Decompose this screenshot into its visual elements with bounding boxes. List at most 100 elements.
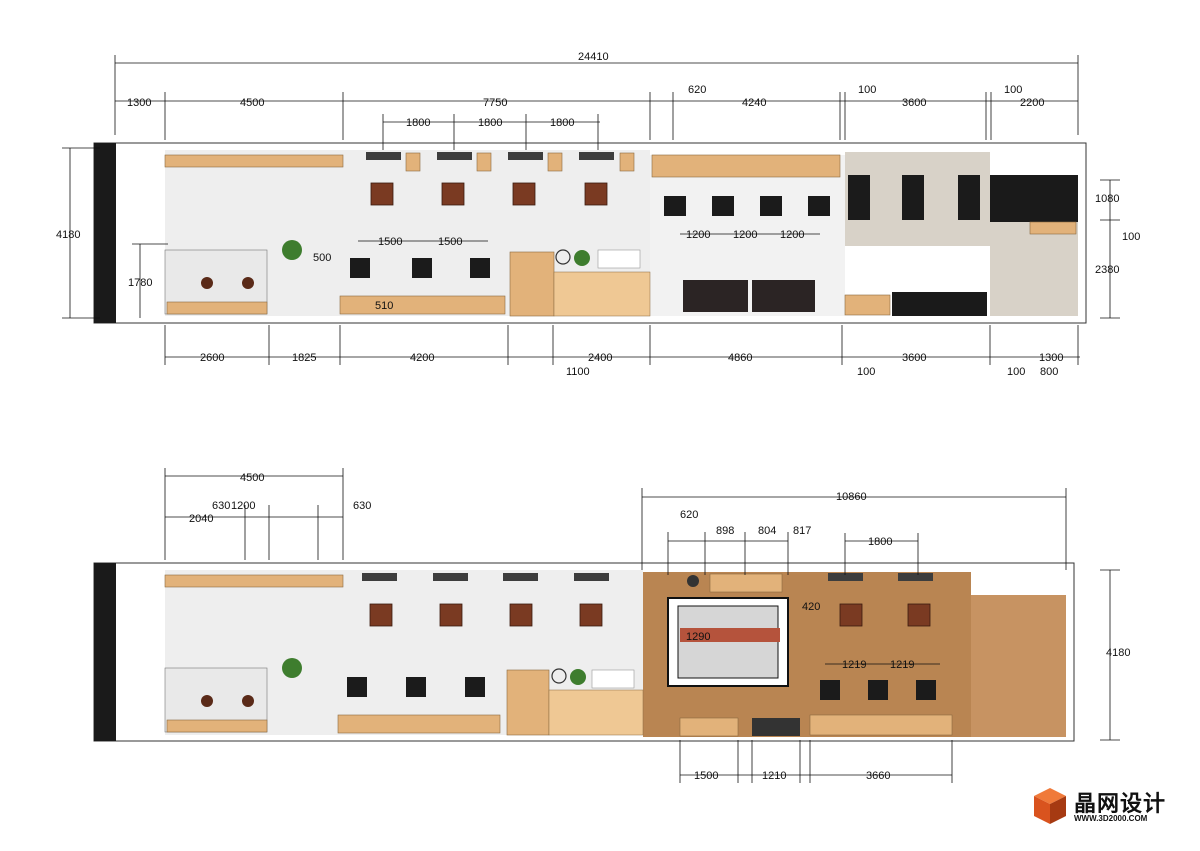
dim-bottom-9: 100 bbox=[1007, 366, 1025, 378]
wash-bed bbox=[848, 175, 870, 220]
wash-bed bbox=[902, 175, 924, 220]
lounge-table bbox=[242, 695, 254, 707]
consult-table bbox=[680, 628, 780, 642]
mirror bbox=[503, 573, 538, 581]
dim-1200c: 1200 bbox=[780, 229, 804, 241]
mirror bbox=[579, 152, 614, 160]
mirror bbox=[362, 573, 397, 581]
dim-b-1219a: 1219 bbox=[842, 659, 866, 671]
dim-top-4: 620 bbox=[688, 84, 706, 96]
mirror bbox=[433, 573, 468, 581]
shampoo-chair bbox=[712, 196, 734, 216]
top-dimension-labels: 24410 1300 4500 7750 620 4240 100 3600 1… bbox=[56, 51, 1140, 378]
bottom-dimension-lines bbox=[164, 468, 1120, 783]
dim-bottom-10: 1300 bbox=[1039, 352, 1063, 364]
styling-chair bbox=[441, 182, 465, 206]
stair-landing bbox=[509, 251, 555, 317]
dim-bottom-2: 1825 bbox=[292, 352, 316, 364]
shampoo-chair bbox=[808, 196, 830, 216]
station-cabinet bbox=[476, 152, 492, 172]
mirror bbox=[366, 152, 401, 160]
dim-b-1210: 1210 bbox=[762, 770, 786, 782]
dim-bottom-1: 2600 bbox=[200, 352, 224, 364]
dim-bottom-7: 100 bbox=[857, 366, 875, 378]
entrance-display-shelf bbox=[164, 154, 344, 168]
top-waiting-chairs bbox=[350, 258, 490, 278]
waiting-chair bbox=[406, 677, 426, 697]
sofa bbox=[752, 280, 815, 312]
entrance-display-shelf bbox=[164, 574, 344, 588]
bottom-waiting-chairs bbox=[347, 677, 936, 700]
brand-logo: 晶网设计 WWW.3D2000.COM bbox=[1030, 786, 1180, 830]
dim-b-804: 804 bbox=[758, 525, 776, 537]
dim-2380: 2380 bbox=[1095, 264, 1119, 276]
sofa bbox=[683, 280, 748, 312]
waiting-chair bbox=[347, 677, 367, 697]
bottom-floor-plan bbox=[93, 562, 1075, 742]
dim-1500b: 1500 bbox=[438, 236, 462, 248]
styling-chair bbox=[509, 603, 533, 627]
bottom-styling-stations bbox=[362, 573, 933, 627]
dim-b-817: 817 bbox=[793, 525, 811, 537]
reception-counter bbox=[591, 669, 635, 689]
dim-bottom-6: 4860 bbox=[728, 352, 752, 364]
mirror bbox=[574, 573, 609, 581]
dim-b-1200: 1200 bbox=[231, 500, 255, 512]
waiting-chair bbox=[868, 680, 888, 700]
corridor-shelf bbox=[1029, 221, 1077, 235]
dim-b-right-height: 4180 bbox=[1106, 647, 1130, 659]
shampoo-chair bbox=[760, 196, 782, 216]
utility-counter bbox=[892, 292, 987, 316]
dim-b-1219b: 1219 bbox=[890, 659, 914, 671]
front-cabinet bbox=[337, 714, 501, 734]
waiting-chair bbox=[820, 680, 840, 700]
top-styling-stations bbox=[366, 152, 635, 206]
logo-url: WWW.3D2000.COM bbox=[1074, 814, 1148, 823]
shampoo-chair bbox=[664, 196, 686, 216]
dim-bottom-5: 2400 bbox=[588, 352, 612, 364]
dim-top-1: 1300 bbox=[127, 97, 151, 109]
mirror bbox=[828, 573, 863, 581]
lounge-table bbox=[242, 277, 254, 289]
bottom-long-cabinet bbox=[809, 714, 953, 736]
dim-b-2040: 2040 bbox=[189, 513, 213, 525]
top-entrance-wall bbox=[94, 143, 116, 323]
dim-b-1800: 1800 bbox=[868, 536, 892, 548]
bottom-entrance-wall bbox=[94, 563, 116, 741]
dim-top-5: 4240 bbox=[742, 97, 766, 109]
dim-top-8: 100 bbox=[1004, 84, 1022, 96]
dim-bottom-4: 1100 bbox=[566, 366, 590, 378]
styling-chair bbox=[839, 603, 863, 627]
dim-500: 500 bbox=[313, 252, 331, 264]
bottom-wood-floor-right bbox=[971, 595, 1066, 737]
storage-cabinet bbox=[844, 294, 891, 316]
dim-overall: 24410 bbox=[578, 51, 609, 63]
dim-left-height: 4180 bbox=[56, 229, 80, 241]
dim-b-420: 420 bbox=[802, 601, 820, 613]
dim-b-620: 620 bbox=[680, 509, 698, 521]
staircase bbox=[553, 271, 651, 317]
styling-chair bbox=[512, 182, 536, 206]
lounge-bench bbox=[166, 301, 268, 315]
dim-top-3: 7750 bbox=[483, 97, 507, 109]
dim-mirror-3: 1800 bbox=[550, 117, 574, 129]
station-cabinet bbox=[405, 152, 421, 172]
dim-1200a: 1200 bbox=[686, 229, 710, 241]
dim-b-4500: 4500 bbox=[240, 472, 264, 484]
plant-icon bbox=[570, 669, 586, 685]
station-cabinet bbox=[547, 152, 563, 172]
dim-top-6: 100 bbox=[858, 84, 876, 96]
dim-top-2: 4500 bbox=[240, 97, 264, 109]
plant-icon bbox=[282, 240, 302, 260]
mirror bbox=[898, 573, 933, 581]
steering-wheel-decor-icon bbox=[555, 249, 571, 265]
lounge-table bbox=[201, 695, 213, 707]
styling-chair bbox=[439, 603, 463, 627]
dim-b-630b: 630 bbox=[353, 500, 371, 512]
cube-logo-icon bbox=[1034, 788, 1066, 824]
bottom-cabinet bbox=[679, 717, 739, 737]
display-shelf bbox=[709, 573, 783, 593]
dim-bottom-11: 800 bbox=[1040, 366, 1058, 378]
dim-b-10860: 10860 bbox=[836, 491, 867, 503]
steering-wheel-decor-icon bbox=[551, 668, 567, 684]
